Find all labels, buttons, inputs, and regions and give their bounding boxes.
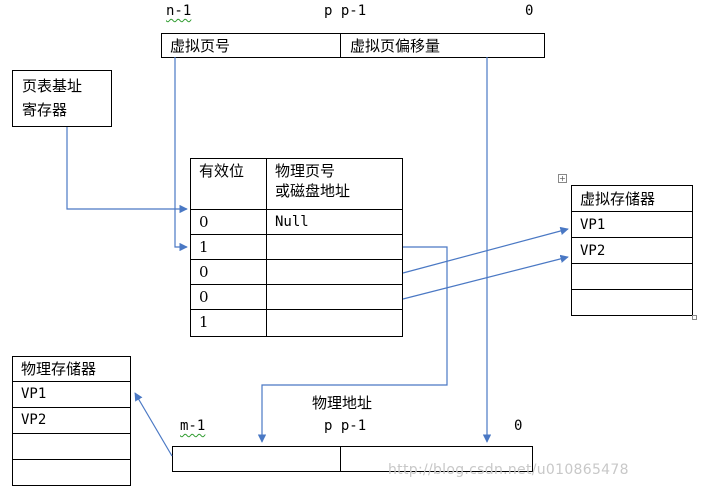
physical-storage-title: 物理存储器 xyxy=(12,356,131,382)
pa-bit-low-label: 0 xyxy=(514,418,523,434)
watermark-text: http://blog.csdn.net/u010865478 xyxy=(388,462,629,478)
arrow-entry-to-vp1 xyxy=(402,226,569,274)
physical-address-title: 物理地址 xyxy=(312,394,373,412)
resize-handle-icon[interactable] xyxy=(692,315,697,320)
ptbr-label-line1: 页表基址 xyxy=(22,77,83,95)
virtual-address-box xyxy=(161,33,545,58)
move-handle-icon[interactable]: + xyxy=(558,174,567,183)
virtual-storage-row: VP2 xyxy=(571,237,693,264)
va-bit-low-label: 0 xyxy=(525,3,534,19)
arrow-vpn-to-entry xyxy=(174,57,188,252)
pte-address-cell: Null xyxy=(266,209,403,235)
ptbr-label-line2: 寄存器 xyxy=(22,101,68,119)
arrow-entry-to-ppn xyxy=(257,246,448,443)
pte-address-cell xyxy=(266,309,403,337)
pa-divider xyxy=(340,446,341,472)
virtual-page-offset-field: 虚拟页偏移量 xyxy=(350,37,441,55)
valid-bit-header-text: 有效位 xyxy=(199,162,245,180)
page-table-base-register xyxy=(12,70,112,127)
arrow-ptbr-to-table xyxy=(66,127,188,214)
virtual-page-number-field: 虚拟页号 xyxy=(170,37,231,55)
physical-storage-row xyxy=(12,459,131,486)
va-divider xyxy=(340,33,341,58)
page-table-header-frame: 物理页号 或磁盘地址 xyxy=(266,158,403,210)
frame-header-line1: 物理页号 xyxy=(275,162,336,180)
pte-valid-cell: 1 xyxy=(190,309,267,337)
physical-storage-row xyxy=(12,433,131,460)
pa-bit-high-label: m-1 xyxy=(180,418,206,434)
virtual-storage-title: 虚拟存储器 xyxy=(571,185,693,212)
virtual-storage-row xyxy=(571,289,693,316)
pa-bit-mid-label: p p-1 xyxy=(324,418,367,434)
arrow-pa-to-physical-vp1 xyxy=(134,392,173,457)
frame-header-line2: 或磁盘地址 xyxy=(275,182,351,200)
virtual-storage-row: VP1 xyxy=(571,211,693,238)
physical-address-box xyxy=(172,446,533,472)
va-bit-mid-label: p p-1 xyxy=(324,3,367,19)
va-bit-high-label: n-1 xyxy=(166,3,192,19)
arrow-entry-to-vp2 xyxy=(402,254,569,300)
physical-storage-row: VP2 xyxy=(12,407,131,434)
